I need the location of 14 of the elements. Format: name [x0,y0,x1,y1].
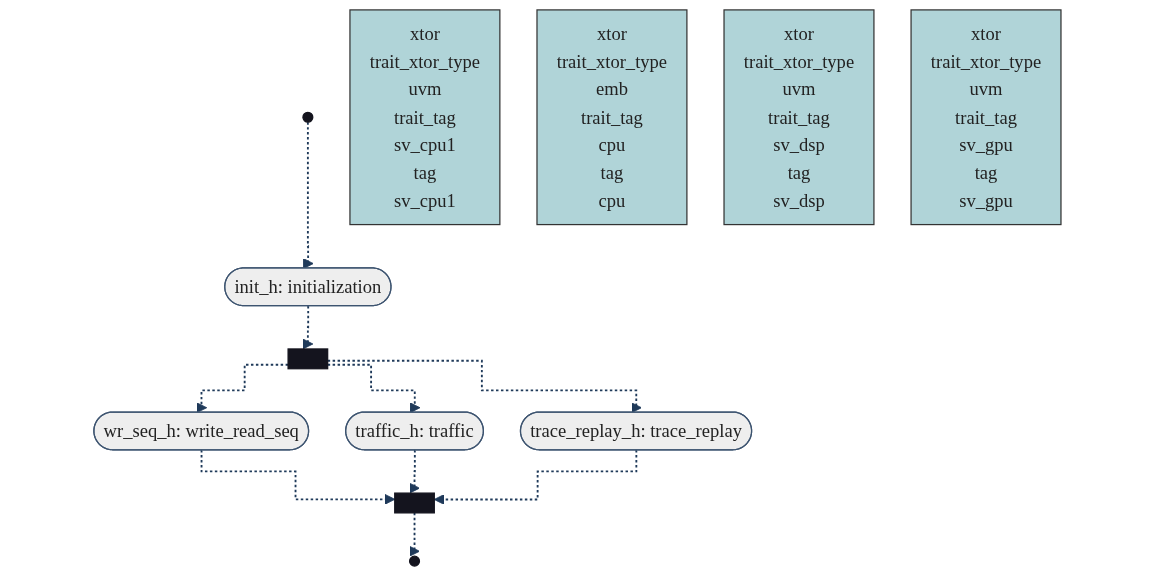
arrow [408,511,420,557]
arrow [433,449,638,505]
arrow [200,449,395,505]
arrow [408,449,420,494]
arrow [302,121,314,269]
node-box: xtor trait_xtor_type uvm trait_tag sv_cpu1 tag sv_cpu1 [348,9,501,226]
node-bar [393,492,435,514]
node-circle [301,111,313,123]
node-box: xtor trait_xtor_type uvm trait_tag sv_dsp tag sv_dsp [722,9,875,226]
arrow [302,305,313,350]
node-circle [408,555,420,567]
node-box: xtor trait_xtor_type emb trait_tag cpu tag cpu [535,9,688,226]
node-box: xtor trait_xtor_type uvm trait_tag sv_gpu tag sv_gpu [910,9,1062,226]
node-bar [287,348,328,370]
